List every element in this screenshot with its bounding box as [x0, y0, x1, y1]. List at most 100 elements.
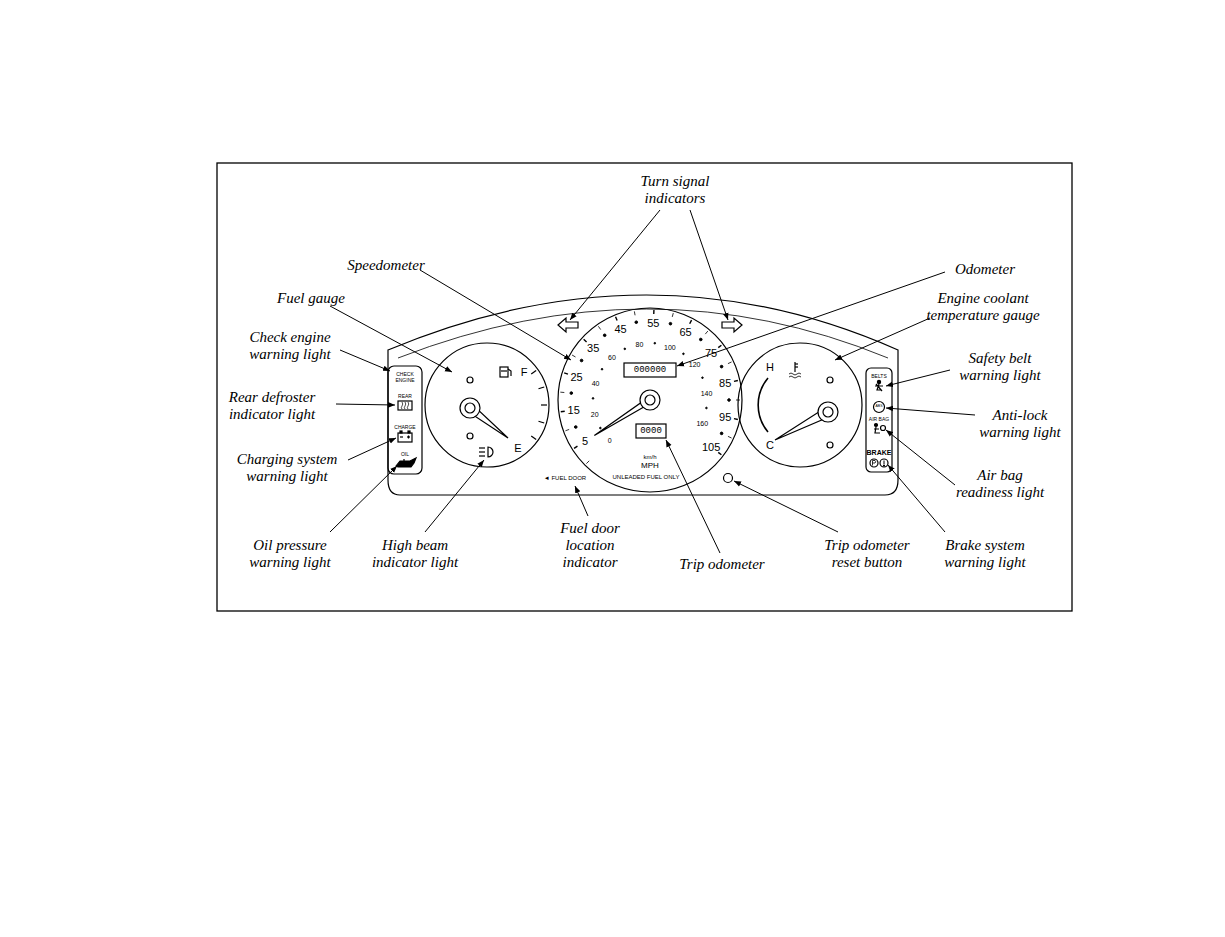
speed-tick	[561, 411, 565, 413]
fuel-tick	[539, 421, 545, 423]
leader-line	[886, 370, 950, 386]
fuel-tick	[541, 404, 547, 405]
speedometer-dial	[558, 308, 742, 492]
callout-label: Charging system warning light	[222, 451, 352, 485]
warning-light-label: REAR	[398, 394, 412, 399]
speed-dot	[720, 365, 723, 368]
speed-tick	[564, 373, 568, 374]
odometer-digits: 000000	[634, 366, 666, 375]
callout-label: Odometer	[925, 261, 1045, 278]
speed-tick	[705, 331, 708, 334]
speed-number: 100	[664, 343, 676, 350]
leader-line	[835, 318, 930, 360]
warning-light-label: ABS	[875, 405, 882, 409]
speed-tick	[598, 326, 600, 329]
kmh-dot	[592, 398, 594, 400]
callout-label: Fuel door location indicator	[550, 520, 630, 571]
fuel-dial	[425, 343, 549, 467]
callout-label: Turn signal indicators	[625, 173, 725, 207]
leader-line	[690, 210, 728, 320]
speed-number: 35	[587, 342, 599, 353]
left-light-panel	[388, 366, 422, 474]
dial-legend: ◄ FUEL DOOR	[544, 475, 586, 481]
kmh-dot	[702, 377, 704, 379]
speed-tick	[560, 392, 564, 393]
warning-light-label: BRAKE	[867, 449, 892, 456]
callout-label: Oil pressure warning light	[235, 537, 345, 571]
speed-number: 160	[696, 419, 708, 426]
callout-label: Rear defroster indicator light	[212, 389, 332, 423]
leader-line	[677, 272, 945, 366]
leader-line	[886, 430, 955, 485]
gauge-letter: C	[766, 440, 774, 451]
speed-number: 140	[701, 389, 713, 396]
high-beam-icon	[479, 447, 493, 457]
speed-number: 40	[592, 380, 600, 387]
speed-dot	[728, 399, 731, 402]
fuel-tick	[539, 387, 545, 389]
callout-label: Trip odometer	[657, 556, 787, 573]
trip-reset-button	[724, 474, 733, 483]
leader-line	[570, 210, 660, 320]
speed-tick	[728, 436, 732, 438]
speed-dot	[574, 426, 577, 429]
speed-tick	[672, 313, 673, 317]
callout-label: Air bag readiness light	[948, 467, 1052, 501]
temperature-dial	[738, 343, 862, 467]
leader-line	[340, 350, 390, 371]
leader-line	[666, 440, 720, 553]
warning-light-label: CHARGE	[394, 425, 415, 430]
trip-odometer-window	[636, 424, 666, 438]
frame	[217, 163, 1072, 611]
odometer-window	[624, 363, 676, 377]
speed-tick	[734, 380, 738, 382]
callout-label: Speedometer	[316, 257, 456, 274]
dial-legend: UNLEADED FUEL ONLY	[612, 474, 679, 480]
speed-number: 95	[719, 411, 731, 422]
abs-circle	[874, 402, 885, 413]
warning-light-label: CHECK ENGINE	[393, 372, 417, 383]
temp-dial-screw	[827, 442, 833, 448]
speed-number: 5	[582, 436, 588, 447]
speed-number: 55	[647, 318, 659, 329]
speed-dot	[580, 359, 583, 362]
leader-line	[420, 270, 571, 360]
kmh-dot	[706, 407, 708, 409]
callout-label: Brake system warning light	[928, 537, 1043, 571]
dial-legend: km/h	[643, 454, 656, 460]
callout-label: High beam indicator light	[360, 537, 470, 571]
kmh-dot	[624, 348, 626, 350]
speed-tick	[736, 400, 740, 401]
dial-legend: MPH	[641, 462, 659, 470]
leader-line	[734, 481, 838, 532]
right-turn-arrow	[722, 318, 742, 332]
brake-symbol	[870, 459, 888, 467]
gauge-letter: H	[766, 362, 774, 373]
leader-line	[348, 438, 396, 460]
speed-dot	[635, 321, 638, 324]
speed-number: 15	[568, 405, 580, 416]
speed-tick	[728, 362, 732, 364]
speed-dot	[720, 432, 723, 435]
needle-pivot	[640, 390, 660, 410]
air-bag-icon	[874, 424, 886, 434]
right-light-panel	[866, 368, 892, 472]
speed-number: 20	[591, 410, 599, 417]
needle-pivot	[645, 395, 655, 405]
speed-tick	[690, 320, 692, 324]
speed-number: 0	[608, 437, 612, 444]
speed-number: 45	[614, 323, 626, 334]
leader-line	[330, 466, 397, 532]
leader-line	[886, 408, 975, 415]
callout-label: Fuel gauge	[251, 290, 371, 307]
leader-line	[888, 465, 945, 532]
leader-line	[575, 486, 588, 516]
speed-tick	[718, 345, 721, 347]
speed-tick	[734, 418, 738, 420]
odometer-digits: 0000	[640, 427, 662, 436]
cluster-housing	[388, 295, 898, 495]
speed-tick	[574, 446, 577, 448]
temperature-arc	[758, 378, 768, 432]
battery-icon	[398, 431, 412, 442]
